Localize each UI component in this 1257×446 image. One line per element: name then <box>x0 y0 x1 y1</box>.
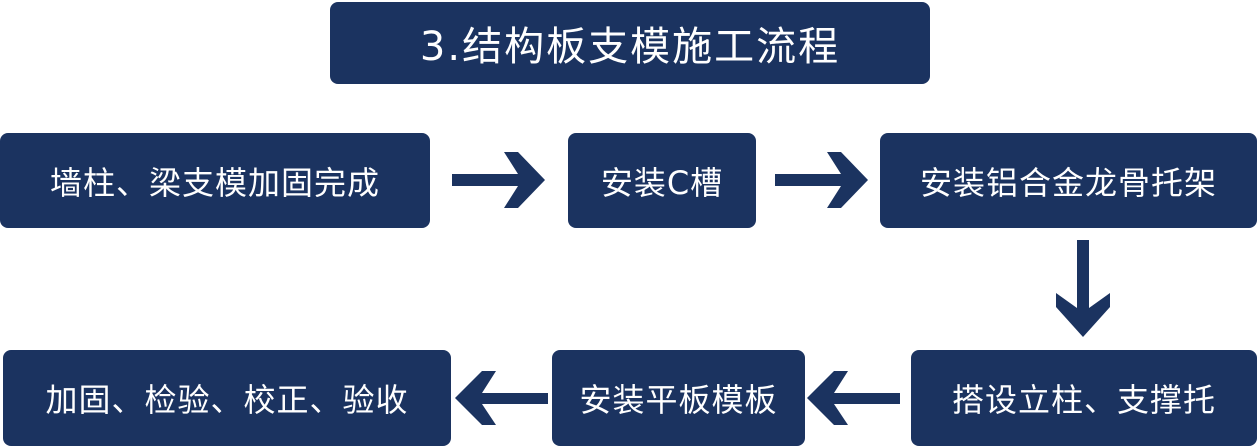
arrow-right-icon <box>452 152 545 208</box>
arrow-right-icon <box>775 152 868 208</box>
arrow-down-icon <box>1056 240 1110 337</box>
arrow-left-icon <box>807 371 900 425</box>
step-reinforce-inspect-correct-accept: 加固、检验、校正、验收 <box>3 350 451 446</box>
arrow-left-icon <box>455 371 548 425</box>
step-install-c-channel: 安装C槽 <box>568 133 756 228</box>
flow-title: 3.结构板支模施工流程 <box>330 2 930 84</box>
step-install-slab-formwork: 安装平板模板 <box>552 350 805 446</box>
step-install-aluminum-joist-bracket: 安装铝合金龙骨托架 <box>880 133 1257 228</box>
step-erect-posts-and-supports: 搭设立柱、支撑托 <box>911 350 1257 446</box>
step-wall-column-beam-formwork-done: 墙柱、梁支模加固完成 <box>0 133 430 228</box>
